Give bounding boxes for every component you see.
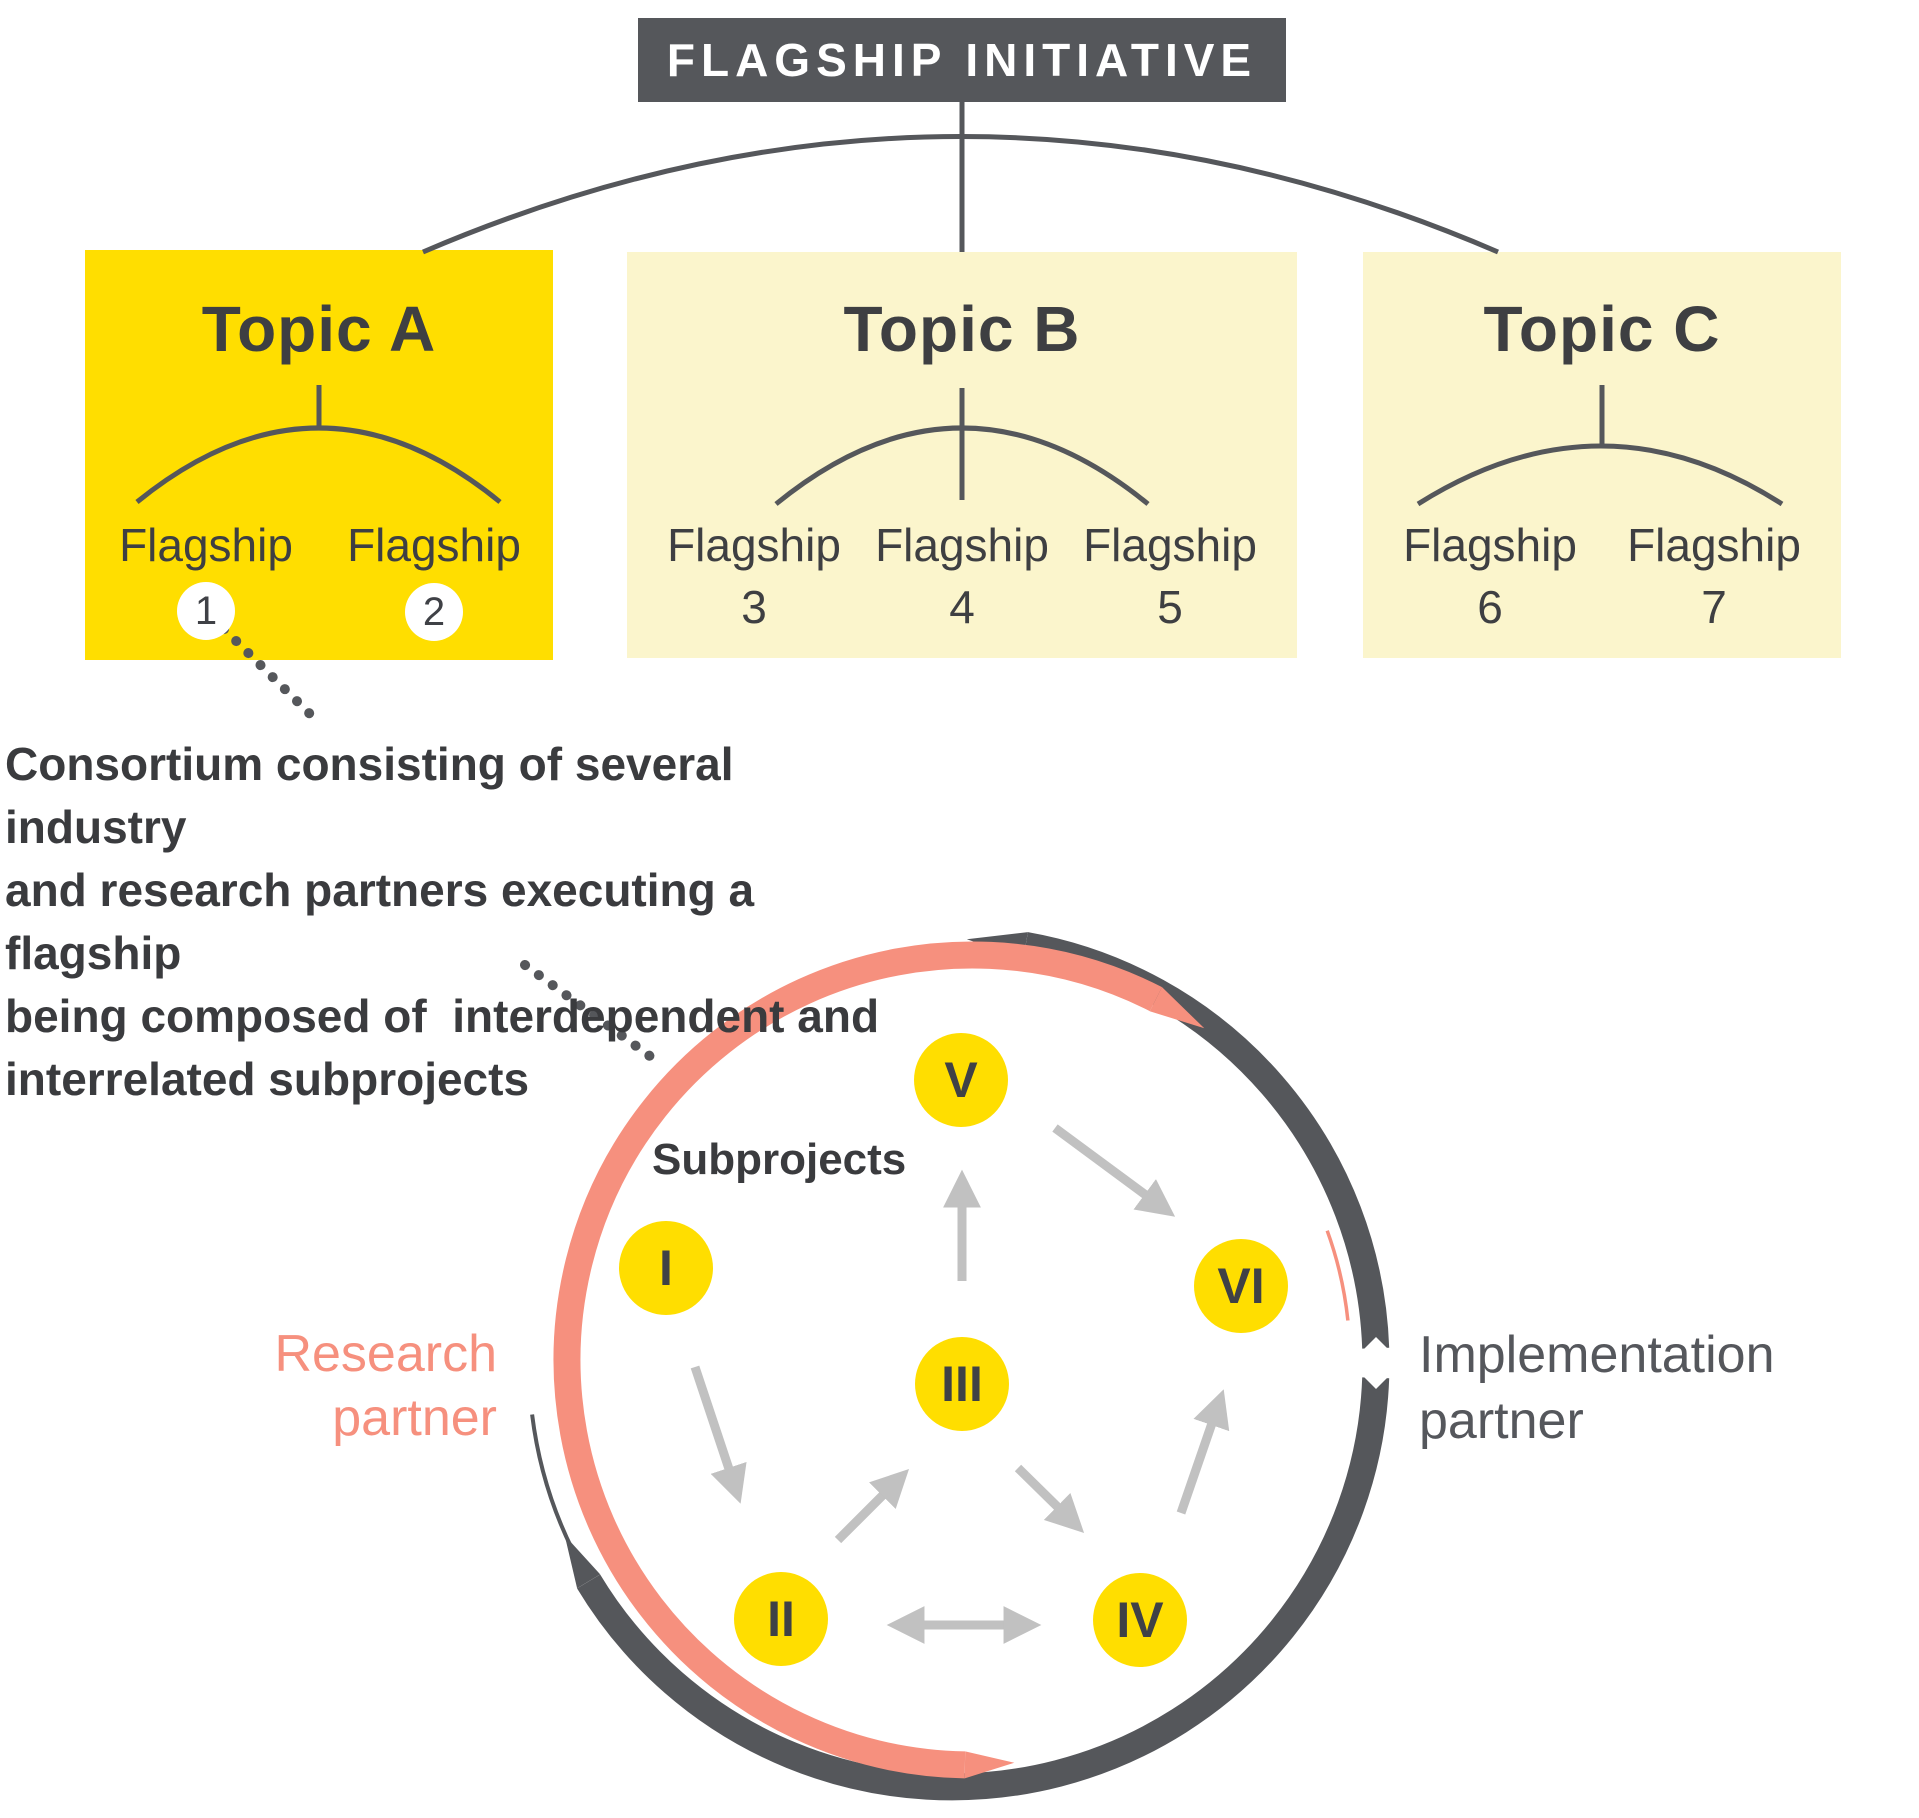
arrow-I-to-II — [690, 1365, 747, 1504]
flagship-4-label: Flagship — [875, 519, 1049, 571]
topic-b-tree-arc — [774, 425, 1150, 506]
flagship-3-number: 3 — [741, 581, 767, 633]
flagship-5-number: 5 — [1157, 581, 1183, 633]
arrow-V-to-VI — [1052, 1124, 1176, 1217]
flagship-1-number-badge: 1 — [177, 582, 235, 640]
implementation-partner-label: Implementation partner — [1419, 1326, 1775, 1450]
flagship-4-number: 4 — [949, 581, 975, 633]
dotted-line-annotation-to-circle — [520, 960, 663, 1067]
header-box: FLAGSHIP INITIATIVE — [638, 18, 1286, 102]
topic-a-tree-arc — [135, 425, 502, 504]
subproject-VI-numeral: VI — [1217, 1258, 1265, 1314]
implementation-arc-bottom-taper — [564, 1535, 601, 1589]
topic-b-title: Topic B — [843, 293, 1081, 365]
dotted-line-flagship1-to-annotation — [219, 624, 315, 719]
implementation-partner-arc-lower — [577, 1377, 1390, 1801]
arrow-II-to-III — [834, 1468, 910, 1544]
flagship-7-number: 7 — [1701, 581, 1727, 633]
subproject-node-III: III — [915, 1337, 1009, 1431]
research-partner-label: Research partner — [274, 1325, 497, 1447]
subproject-node-V: V — [914, 1033, 1008, 1127]
flagship-1-label: Flagship — [119, 519, 293, 571]
flagship-3-label: Flagship — [667, 519, 841, 571]
subproject-II-numeral: II — [767, 1591, 795, 1647]
page-title: FLAGSHIP INITIATIVE — [666, 34, 1258, 86]
subproject-node-VI: VI — [1194, 1239, 1288, 1333]
subproject-V-numeral: V — [944, 1052, 978, 1108]
topic-c-box — [1363, 252, 1841, 658]
research-arc-bottom-taper — [964, 1751, 1015, 1779]
flagship-6-label: Flagship — [1403, 519, 1577, 571]
topic-c-tree-arc — [1416, 443, 1784, 507]
subproject-III-numeral: III — [941, 1356, 983, 1412]
subproject-node-II: II — [734, 1572, 828, 1666]
flagship-1-number: 1 — [194, 588, 218, 633]
research-arc-thin-tail — [1325, 1230, 1350, 1321]
topic-c-title: Topic C — [1483, 293, 1721, 365]
subprojects-label: Subprojects — [652, 1135, 907, 1184]
implementation-arc-notch — [1350, 1337, 1402, 1389]
flagship-2-number-badge: 2 — [405, 583, 463, 641]
topic-a-title: Topic A — [201, 293, 437, 365]
flagship-2-label: Flagship — [347, 519, 521, 571]
topic-a-box — [85, 250, 553, 660]
subproject-I-numeral: I — [659, 1240, 673, 1296]
consortium-annotation: Consortium consisting of several industr… — [5, 738, 880, 1105]
subproject-IV-numeral: IV — [1116, 1592, 1164, 1648]
flagship-5-label: Flagship — [1083, 519, 1257, 571]
flagship-2-number: 2 — [422, 589, 446, 634]
subproject-node-I: I — [619, 1221, 713, 1315]
research-arc-top-taper — [1149, 987, 1205, 1029]
arrow-III-to-IV — [1014, 1464, 1085, 1533]
flagship-7-label: Flagship — [1627, 519, 1801, 571]
arrow-IV-to-VI — [1176, 1389, 1230, 1515]
flagship-6-number: 6 — [1477, 581, 1503, 633]
research-partner-arc — [553, 941, 1163, 1779]
subproject-node-IV: IV — [1093, 1573, 1187, 1667]
